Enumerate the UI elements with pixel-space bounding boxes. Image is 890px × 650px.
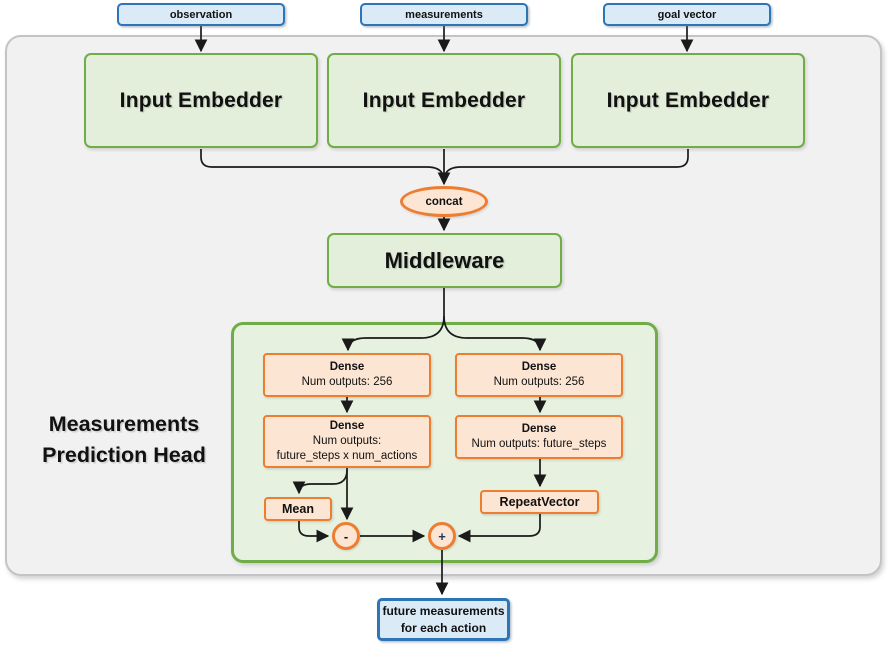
input-embedder-1: Input Embedder — [84, 53, 318, 148]
output-label-line1: future measurements — [382, 603, 505, 618]
input-node-label: observation — [169, 8, 233, 21]
repeat-vector-label: RepeatVector — [499, 495, 580, 509]
dense-detail: Num outputs: — [312, 435, 382, 447]
concat-node: concat — [400, 186, 488, 217]
dense-left-2: Dense Num outputs: future_steps x num_ac… — [263, 415, 431, 468]
repeat-vector-node: RepeatVector — [480, 490, 599, 514]
prediction-head-title: Measurements Prediction Head — [14, 409, 234, 471]
input-node-measurements: measurements — [360, 3, 528, 26]
dense-title: Dense — [329, 420, 365, 432]
input-node-goal-vector: goal vector — [603, 3, 771, 26]
dense-right-1: Dense Num outputs: 256 — [455, 353, 623, 397]
input-embedder-2: Input Embedder — [327, 53, 561, 148]
middleware-node: Middleware — [327, 233, 562, 288]
dense-detail: Num outputs: future_steps — [471, 438, 607, 450]
prediction-head-title-line1: Measurements — [48, 412, 200, 436]
input-embedder-3: Input Embedder — [571, 53, 805, 148]
minus-symbol: - — [343, 528, 349, 544]
dense-left-1: Dense Num outputs: 256 — [263, 353, 431, 397]
embedder-label: Input Embedder — [362, 88, 526, 112]
input-node-label: goal vector — [657, 8, 717, 21]
dense-right-2: Dense Num outputs: future_steps — [455, 415, 623, 459]
output-label-line2: for each action — [400, 620, 487, 635]
mean-node: Mean — [264, 497, 332, 521]
input-node-observation: observation — [117, 3, 285, 26]
subtract-node: - — [332, 522, 360, 550]
middleware-label: Middleware — [384, 247, 505, 273]
embedder-label: Input Embedder — [606, 88, 770, 112]
dense-detail: Num outputs: 256 — [493, 376, 585, 388]
dense-detail2: future_steps x num_actions — [276, 450, 418, 462]
output-node: future measurements for each action — [377, 598, 510, 641]
add-node: + — [428, 522, 456, 550]
plus-symbol: + — [438, 528, 446, 544]
mean-label: Mean — [282, 502, 314, 516]
dense-detail: Num outputs: 256 — [301, 376, 393, 388]
dense-title: Dense — [521, 361, 557, 373]
dense-title: Dense — [521, 423, 557, 435]
prediction-head-title-line2: Prediction Head — [42, 443, 206, 467]
concat-label: concat — [425, 195, 463, 208]
embedder-label: Input Embedder — [119, 88, 283, 112]
dense-title: Dense — [329, 361, 365, 373]
input-node-label: measurements — [405, 8, 483, 21]
